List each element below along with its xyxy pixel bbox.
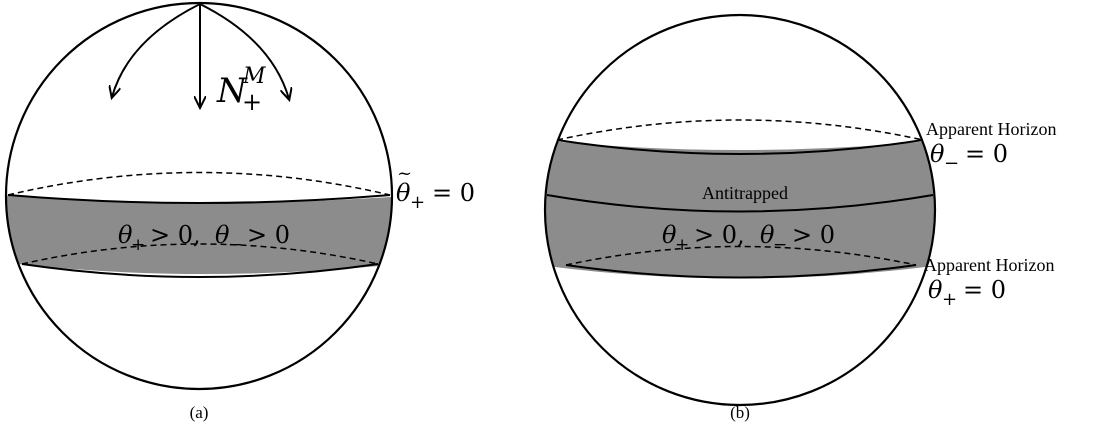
band-condition-label-b: θ + > 0, θ − > 0 xyxy=(662,221,835,255)
caption-b: (b) xyxy=(730,403,750,422)
normal-arrow-right xyxy=(199,3,289,99)
band-a xyxy=(6,195,392,274)
panel-b: Antitrapped θ + > 0, θ − > 0 Apparent Ho… xyxy=(543,13,1056,422)
lower-horizon-title: Apparent Horizon xyxy=(924,255,1054,275)
sphere-outline-a xyxy=(4,1,394,391)
band-condition-label-a: θ + > 0, θ − > 0 xyxy=(118,221,290,255)
normal-vector-label: N xyxy=(216,71,248,111)
normal-vector-sup: M xyxy=(242,64,266,89)
horizon-sub-a: + xyxy=(410,192,425,213)
svg-text:θ: θ xyxy=(118,221,133,249)
upper-horizon-eq: = 0 xyxy=(965,140,1008,168)
svg-text:θ: θ xyxy=(760,221,775,249)
lower-horizon-eq: = 0 xyxy=(963,276,1006,304)
upper-horizon-back-dashed-arc xyxy=(556,119,924,141)
svg-text:−: − xyxy=(228,235,242,255)
equator-front-arc-b xyxy=(546,194,934,213)
upper-horizon-sub: − xyxy=(944,153,959,174)
band-bottom-front-arc-a xyxy=(21,263,379,278)
panel-a: N M + ~ θ + = 0 θ + > 0, θ − > 0 xyxy=(4,1,475,422)
normal-arrow-left xyxy=(112,3,201,97)
horizon-eq-a: = 0 xyxy=(432,179,475,207)
svg-text:> 0: > 0 xyxy=(247,221,290,249)
upper-horizon-theta: θ xyxy=(930,140,945,168)
svg-text:> 0,: > 0, xyxy=(694,221,745,249)
lower-horizon-theta: θ xyxy=(928,276,943,304)
svg-text:+: + xyxy=(675,235,689,255)
svg-text:−: − xyxy=(773,235,787,255)
band-bottom-dashed-arc-a xyxy=(21,243,379,265)
svg-text:+: + xyxy=(131,235,145,255)
svg-text:> 0,: > 0, xyxy=(150,221,201,249)
normal-vector-sub: + xyxy=(242,88,262,116)
sphere-outline-b xyxy=(543,13,937,407)
horizon-back-dashed-arc-a xyxy=(7,171,391,196)
svg-text:> 0: > 0 xyxy=(792,221,835,249)
caption-a: (a) xyxy=(190,403,209,422)
shaded-band-a xyxy=(6,195,392,274)
horizon-theta-a: θ xyxy=(396,179,411,207)
band-b xyxy=(545,140,935,279)
antitrapped-label: Antitrapped xyxy=(702,183,788,203)
lower-horizon-sub: + xyxy=(942,289,957,310)
upper-horizon-front-arc xyxy=(556,139,924,155)
svg-text:θ: θ xyxy=(215,221,230,249)
lower-horizon-back-dashed-arc xyxy=(565,245,917,266)
svg-text:θ: θ xyxy=(662,221,677,249)
upper-horizon-title: Apparent Horizon xyxy=(926,119,1056,139)
horizon-front-arc-a xyxy=(7,194,391,204)
lower-horizon-front-arc xyxy=(565,264,917,279)
horizon-tilde: ~ xyxy=(397,163,412,184)
shaded-band-b xyxy=(545,140,935,279)
